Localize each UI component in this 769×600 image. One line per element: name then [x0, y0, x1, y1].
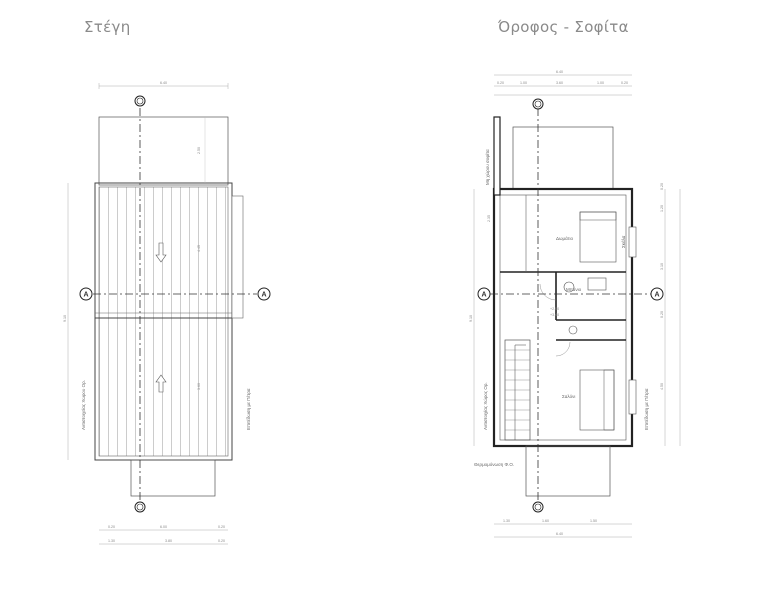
floor-plan-title: Όροφος - Σοφίτα	[498, 18, 629, 36]
floor-dim-top-a: 0.20	[497, 81, 504, 85]
floor-dim-right-e: 4.50	[660, 383, 664, 390]
roof-dim-bottom-b: 6.00	[160, 525, 167, 529]
floor-outer-wall	[492, 187, 634, 448]
bed-2	[579, 369, 615, 431]
floor-section-marker-b-top	[532, 98, 544, 110]
floor-section-a-label-left: A	[482, 292, 487, 299]
toilet-icon	[563, 281, 575, 293]
floor-dim-right-b: 1.20	[660, 205, 664, 212]
floor-dim-bot-d: 6.40	[556, 532, 563, 536]
roof-dim-bottom2-a: 1.30	[108, 539, 115, 543]
roof-dim-mid: 4.45	[197, 245, 201, 252]
roof-tiles	[98, 186, 229, 457]
roof-section-marker-a-left: A	[79, 287, 93, 301]
floor-left-wall-ext	[493, 116, 501, 196]
roof-dim-upper: 2.50	[197, 147, 201, 154]
floor-section-marker-b-bottom	[532, 501, 544, 513]
roof-dim-top: 6.40	[160, 81, 167, 85]
level-a: +2.90	[550, 307, 559, 311]
roof-plan-title: Στέγη	[84, 18, 131, 36]
floor-section-marker-a-left: A	[477, 287, 491, 301]
roof-dim-bottom2-b: 3.80	[165, 539, 172, 543]
staircase	[504, 339, 531, 441]
slope-arrow-up-icon	[155, 374, 167, 393]
floor-note-bottom: Θερμομόνωση Φ.Ο.	[474, 461, 514, 467]
roof-dim-bottom2-c: 0.20	[218, 539, 225, 543]
room-label-bedroom1: Δωμάτιο	[556, 235, 573, 241]
window-right-1	[628, 226, 637, 258]
room-label-bathroom: Μπάνιο	[566, 286, 582, 292]
roof-section-marker-b-bottom	[134, 501, 146, 513]
floor-note-left: Αντιστοιχίας Χώρος Ορ.	[482, 382, 488, 430]
bed-1	[579, 211, 617, 263]
door-swing	[539, 283, 557, 301]
slope-arrow-down-icon	[155, 242, 167, 263]
roof-top-terrace	[98, 116, 229, 186]
roof-plan	[67, 83, 257, 545]
roof-bottom-terrace	[130, 459, 216, 497]
floor-dim-bot-a: 1.30	[503, 519, 510, 523]
floor-dim-right-a: 0.20	[660, 183, 664, 190]
floor-note-right: Επιτέδωση με Πέτρα	[643, 388, 649, 430]
level-b: +3.40	[550, 313, 559, 317]
floor-plan	[473, 74, 681, 538]
roof-section-a-label-right: A	[262, 292, 267, 299]
floor-dim-right-d: 0.20	[660, 311, 664, 318]
floor-dim-top: 6.40	[556, 70, 563, 74]
window-right-2	[628, 379, 637, 415]
floor-dim-top-d: 1.00	[597, 81, 604, 85]
floor-top-balcony	[512, 126, 614, 190]
roof-chimney	[231, 195, 244, 319]
roof-note-right: Επιτέδωση με Πέτρα	[245, 388, 251, 430]
roof-note-left: Αντιστοιχείας Χωρου Ορ.	[81, 380, 86, 430]
floor-dim-left-a: 2.35	[487, 215, 491, 222]
floor-section-a-label-right: A	[655, 292, 660, 299]
floor-section-marker-a-right: A	[650, 287, 664, 301]
room-label-bedroom2: Σαλόνι	[562, 393, 575, 399]
floor-bottom-balcony	[525, 445, 611, 497]
floor-dim-bot-c: 1.50	[590, 519, 597, 523]
floor-dim-top-e: 0.20	[621, 81, 628, 85]
floor-note-top: Μη χώρου σοφίτα	[484, 149, 490, 185]
roof-section-marker-b-top	[134, 95, 146, 107]
roof-dim-mid2: 3.60	[197, 383, 201, 390]
floor-dim-bot-b: 1.60	[542, 519, 549, 523]
roof-dim-bottom-c: 0.20	[218, 525, 225, 529]
room-label-storage: Σκάλα	[620, 235, 626, 248]
floor-dim-left-b: 9.10	[469, 315, 473, 322]
roof-section-marker-a-right: A	[257, 287, 271, 301]
floor-dim-right-c: 3.10	[660, 263, 664, 270]
roof-section-a-label-left: A	[84, 292, 89, 299]
floor-dim-top-c: 3.60	[556, 81, 563, 85]
roof-dim-bottom-a: 0.20	[108, 525, 115, 529]
floor-dim-top-b: 1.00	[520, 81, 527, 85]
sink-icon	[587, 277, 607, 291]
roof-dim-left: 9.10	[63, 315, 67, 322]
